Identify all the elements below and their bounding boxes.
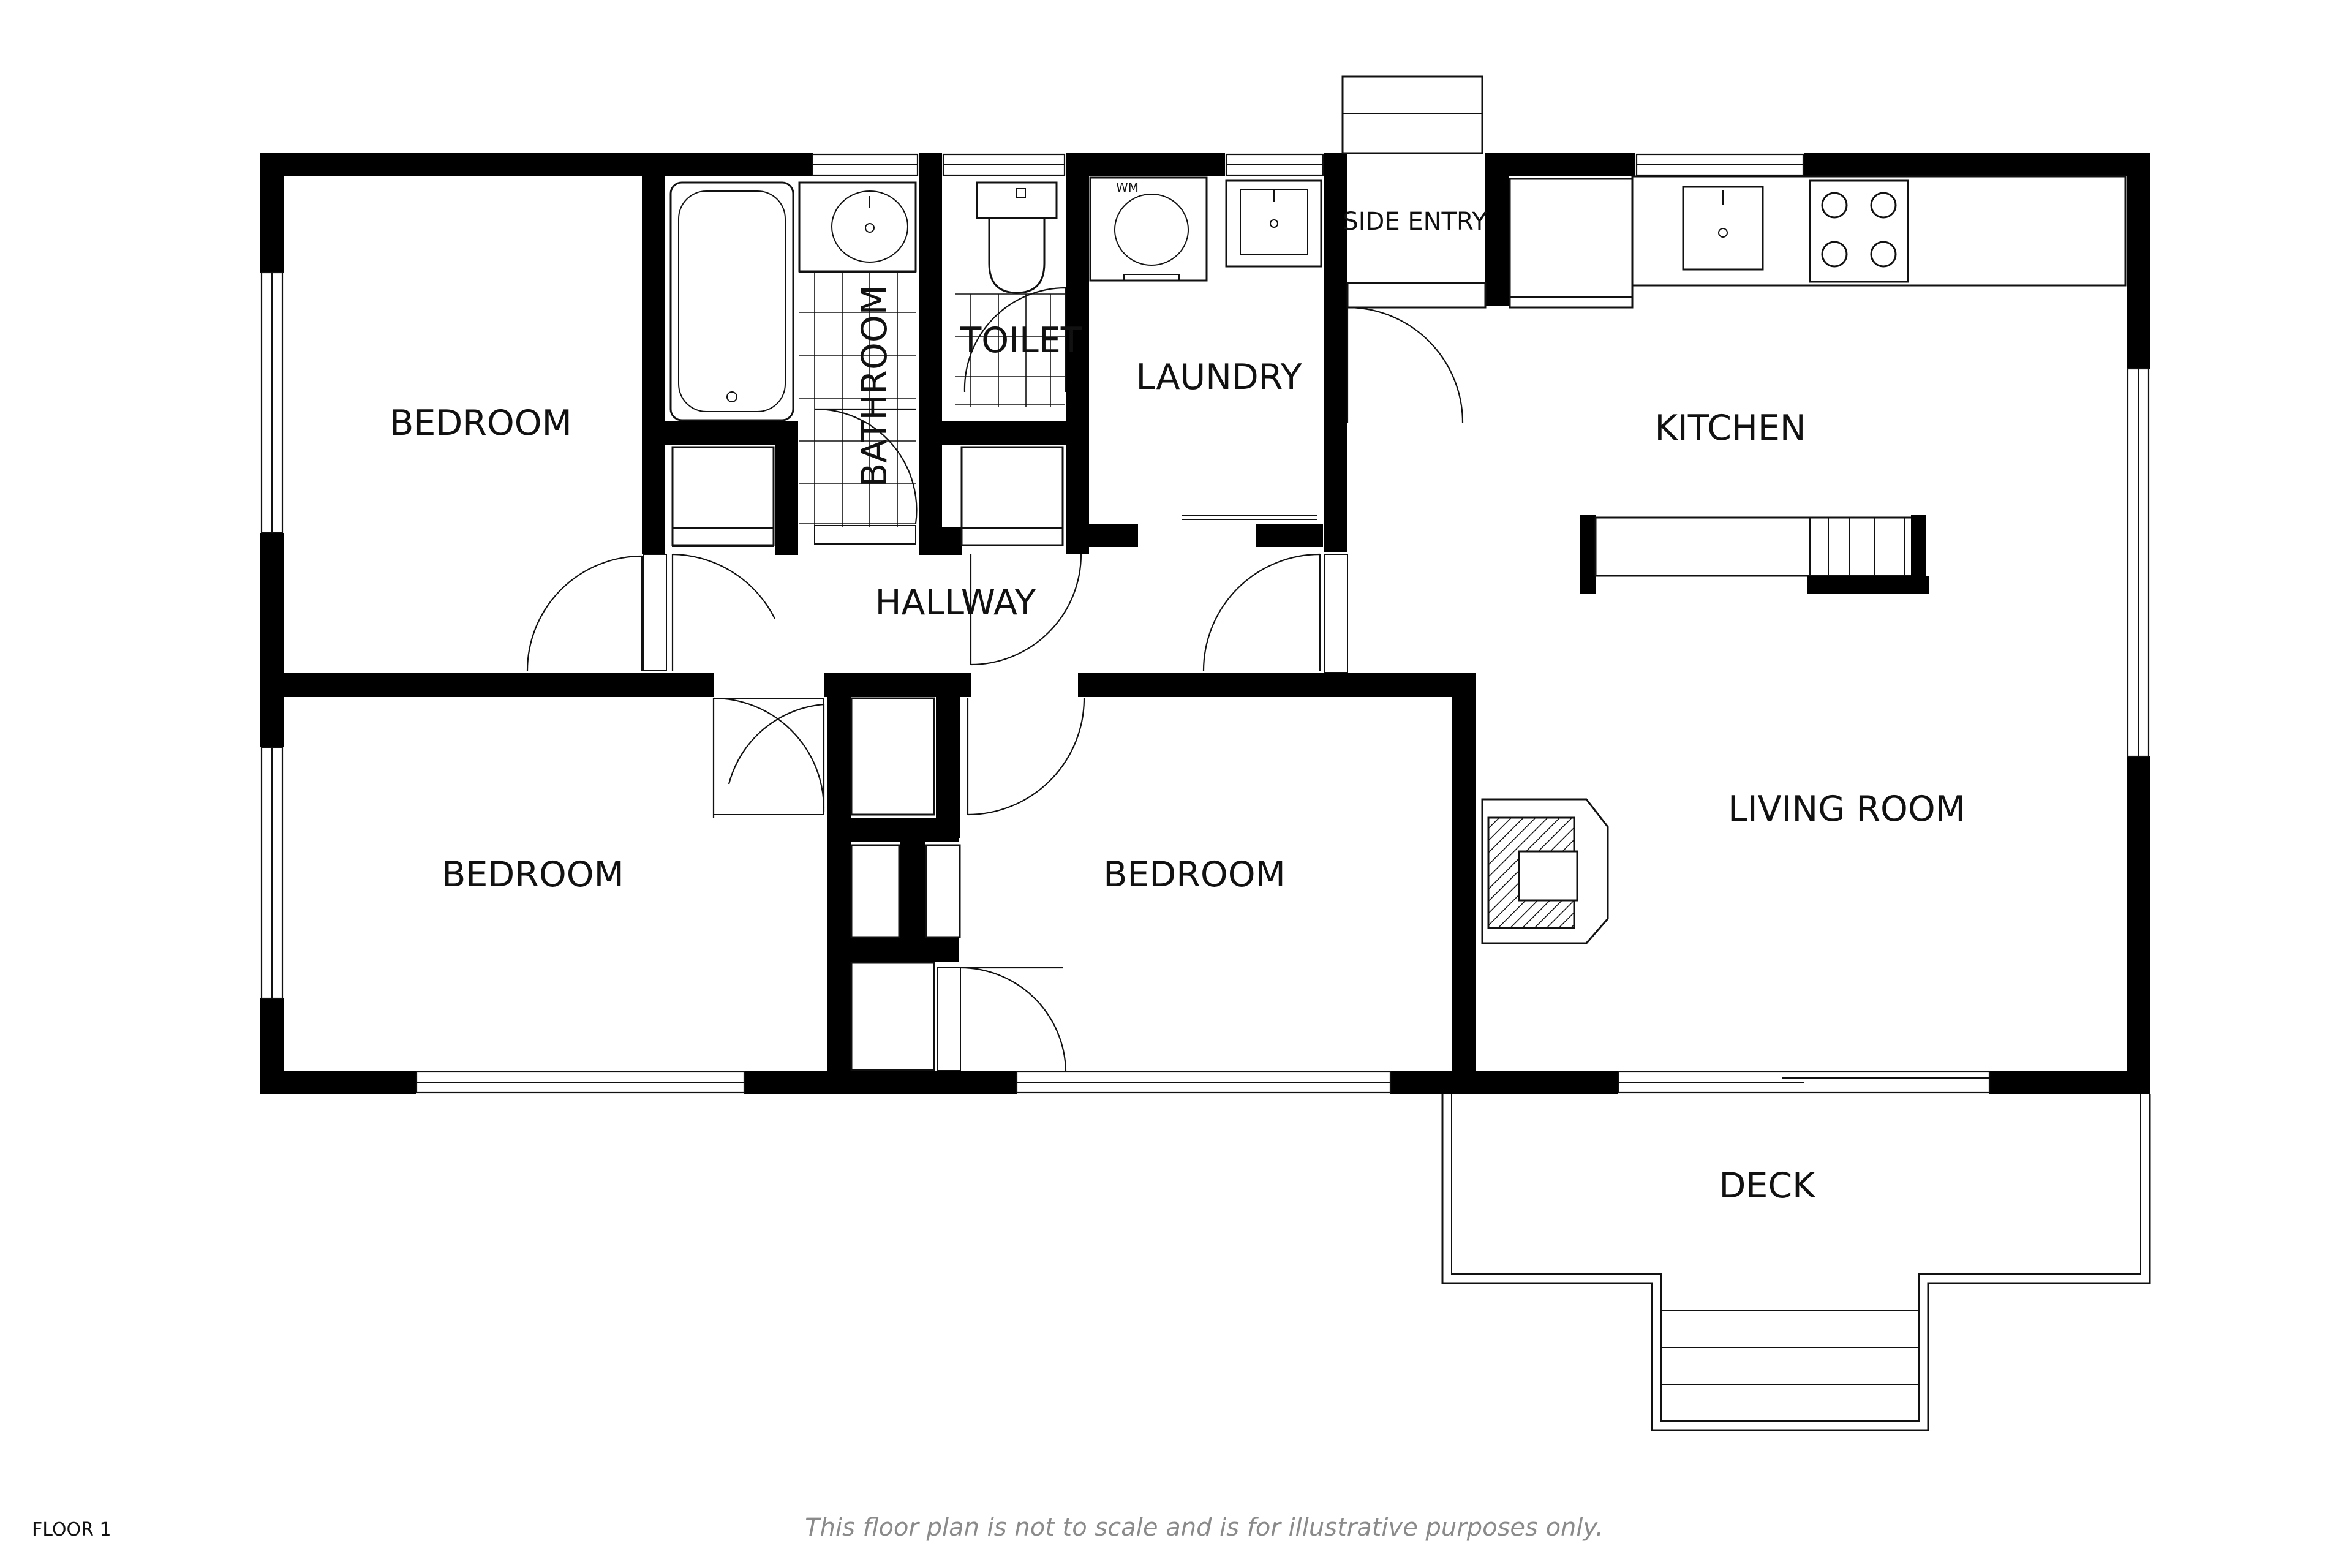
wall-sideentry-bottom (1324, 283, 1348, 306)
island-left-post (1580, 514, 1596, 594)
wall-bed1-bath (642, 153, 665, 554)
fixtures (669, 75, 2127, 1071)
fridge-nook (1509, 178, 1634, 309)
label-living-room: LIVING ROOM (1728, 789, 1966, 829)
kitchen-island (1594, 516, 1921, 577)
doors (526, 287, 1464, 1071)
walls (260, 153, 2150, 1094)
wall-toilet-laundry (1066, 153, 1089, 554)
wall-closet3-right (936, 673, 960, 838)
label-bathroom: BATHROOM (854, 285, 895, 487)
door-closet-bed3 (960, 967, 1067, 1071)
wall-laundry-kitchen (1324, 153, 1348, 552)
wall-laundry-stub-right (1256, 524, 1323, 547)
label-deck: DECK (1719, 1166, 1816, 1206)
floor-label: FLOOR 1 (32, 1519, 111, 1540)
toilet-bowl (988, 217, 1046, 294)
wall-top-kitchen-left (1485, 153, 1635, 176)
wall-top-left (260, 153, 813, 176)
wall-bottom-4 (1989, 1071, 2150, 1094)
bathtub (669, 181, 794, 421)
wall-bed2-closet (827, 673, 851, 1094)
wall-sideentry-right (1485, 153, 1509, 306)
label-hallway: HALLWAY (875, 582, 1036, 623)
door-bedroom-1 (526, 555, 643, 671)
wall-closet2-top (942, 421, 1089, 445)
door-bedroom-3 (967, 698, 1085, 816)
door-side-entry (1346, 306, 1464, 423)
kitchen-counter (1631, 175, 2127, 287)
door-laundry (1202, 553, 1321, 671)
wall-bottom-1 (260, 1071, 417, 1094)
fireplace (1481, 798, 1609, 944)
wall-hall-bottom-1 (260, 673, 714, 697)
wall-hall-top-left (642, 421, 798, 445)
label-side-entry: SIDE ENTRY (1343, 208, 1487, 236)
toilet-tank (976, 181, 1058, 219)
door-closet-1 (671, 553, 775, 671)
bathroom-sink (798, 181, 917, 273)
wall-bed3-living (1452, 673, 1476, 1094)
island-right-post (1911, 514, 1926, 594)
wall-left-top (260, 153, 284, 273)
wall-bottom-2 (744, 1071, 1017, 1094)
label-toilet: TOILET (959, 320, 1082, 361)
wall-left-mid (260, 533, 284, 747)
label-bedroom-3: BEDROOM (1103, 854, 1286, 895)
toilet-tiles (956, 293, 1065, 407)
door-closet-bed2 (728, 703, 825, 812)
wall-right-bottom (2127, 756, 2150, 1093)
label-laundry: LAUNDRY (1136, 357, 1302, 398)
label-bedroom-1: BEDROOM (390, 403, 572, 443)
deck (1441, 1094, 2151, 1431)
label-washing-machine: WM (1116, 180, 1139, 195)
door-closet-2 (970, 554, 1082, 666)
wall-top-laundry (1066, 153, 1225, 176)
stove (1809, 179, 1909, 283)
windows (260, 153, 2150, 1094)
wall-bath-toilet (919, 153, 942, 555)
wall-toilet-stub (919, 527, 962, 555)
wall-closet-spine (900, 818, 925, 959)
wall-top-kitchen-right (1804, 153, 2150, 176)
label-kitchen: KITCHEN (1655, 408, 1806, 448)
wall-right-top (2127, 153, 2150, 369)
wall-closet-low (827, 937, 959, 962)
door-toilet (963, 287, 1067, 393)
wall-bottom-3 (1390, 1071, 1618, 1094)
island-base (1807, 576, 1929, 594)
bathroom-tiles (799, 272, 916, 527)
disclaimer-text: This floor plan is not to scale and is f… (805, 1513, 1604, 1542)
side-entry-porch (1341, 75, 1483, 154)
door-bathroom (814, 408, 918, 524)
wall-laundry-stub-left (1089, 524, 1138, 547)
wall-hall-bottom-3 (1078, 673, 1476, 697)
label-bedroom-2: BEDROOM (442, 854, 624, 895)
wall-closet1-right (775, 421, 798, 555)
door-bedroom-2 (712, 697, 825, 818)
